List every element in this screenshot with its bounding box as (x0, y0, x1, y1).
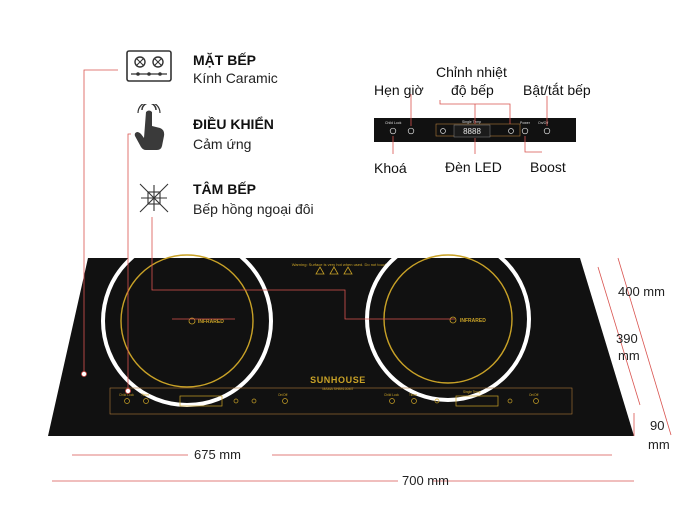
callout-timer: Hẹn giờ (374, 82, 424, 98)
touch-hand-icon (130, 101, 168, 152)
dimension-height-unit: mm (648, 437, 670, 452)
cooktop-glass (48, 258, 634, 436)
left-controls (124, 395, 288, 407)
panel-minus-button (440, 128, 446, 134)
callout-temp-line1: Chỉnh nhiệt (436, 64, 507, 80)
right-onoff-text: On/Off (529, 393, 538, 397)
dimension-depth: 400 mm (618, 284, 665, 299)
panel-power: Power (520, 121, 531, 125)
left-heating-zone: INFRARED (101, 235, 273, 407)
left-lock-text: Child Lock (119, 393, 134, 397)
left-timer-text: Timer (141, 393, 150, 397)
panel-timer-button (407, 127, 415, 135)
left-onoff-text: On/Off (278, 393, 287, 397)
cooktop-control-strip (109, 387, 573, 415)
panel-plus-button (508, 128, 514, 134)
cooktop-icon (126, 50, 172, 82)
feature-title-control: ĐIỀU KHIỂN (193, 116, 274, 132)
control-panel-zoom: Child Lock Single Temp Power On/Off 8888 (374, 94, 576, 154)
feature-subtitle-zone: Bếp hồng ngoại đôi (193, 201, 314, 217)
callout-lock: Khoá (374, 160, 407, 176)
feature-subtitle-control: Cảm ứng (193, 136, 252, 152)
callout-boost: Boost (530, 159, 566, 175)
feature-subtitle-surface: Kính Caramic (193, 70, 278, 86)
model-text: MAMA SHB9100MT (322, 387, 354, 391)
panel-child-lock: Child Lock (385, 121, 402, 125)
right-controls (389, 395, 539, 407)
warning-icons (315, 266, 353, 275)
right-zone-label: INFRARED (460, 318, 486, 324)
dimension-inner-depth-value: 390 (616, 331, 638, 346)
right-temp-text: Single Temp (463, 390, 481, 394)
svg-text:8888: 8888 (463, 127, 481, 136)
panel-on-off: On/Off (538, 121, 548, 125)
panel-power-button (543, 127, 551, 135)
feature-title-surface: MẶT BẾP (193, 52, 256, 68)
callout-led: Đèn LED (445, 159, 502, 175)
callout-temp-line2: độ bếp (451, 82, 494, 98)
feature-title-zone: TÂM BẾP (193, 181, 256, 197)
brand-logo: SUNHOUSE (310, 375, 366, 385)
feature-leader-lines (83, 69, 455, 390)
callout-power: Bật/tắt bếp (523, 82, 591, 98)
cooktop-warning: Warning: Surface is very hot when used. … (292, 262, 389, 267)
left-zone-label: INFRARED (198, 319, 224, 325)
right-timer-text: Timer (409, 393, 418, 397)
dimension-lines (52, 257, 672, 482)
panel-lock-button (389, 127, 397, 135)
dimension-inner-width: 675 mm (194, 447, 241, 462)
dimension-height-value: 90 (650, 418, 665, 433)
dimension-width: 700 mm (402, 473, 449, 488)
panel-boost-button (521, 127, 529, 135)
panel-single-temp: Single Temp (462, 120, 481, 124)
heating-element-icon (138, 182, 170, 214)
panel-led-display (453, 124, 491, 138)
leader-endpoints (81, 371, 131, 394)
dimension-inner-depth-unit: mm (618, 348, 640, 363)
right-lock-text: Child Lock (384, 393, 399, 397)
